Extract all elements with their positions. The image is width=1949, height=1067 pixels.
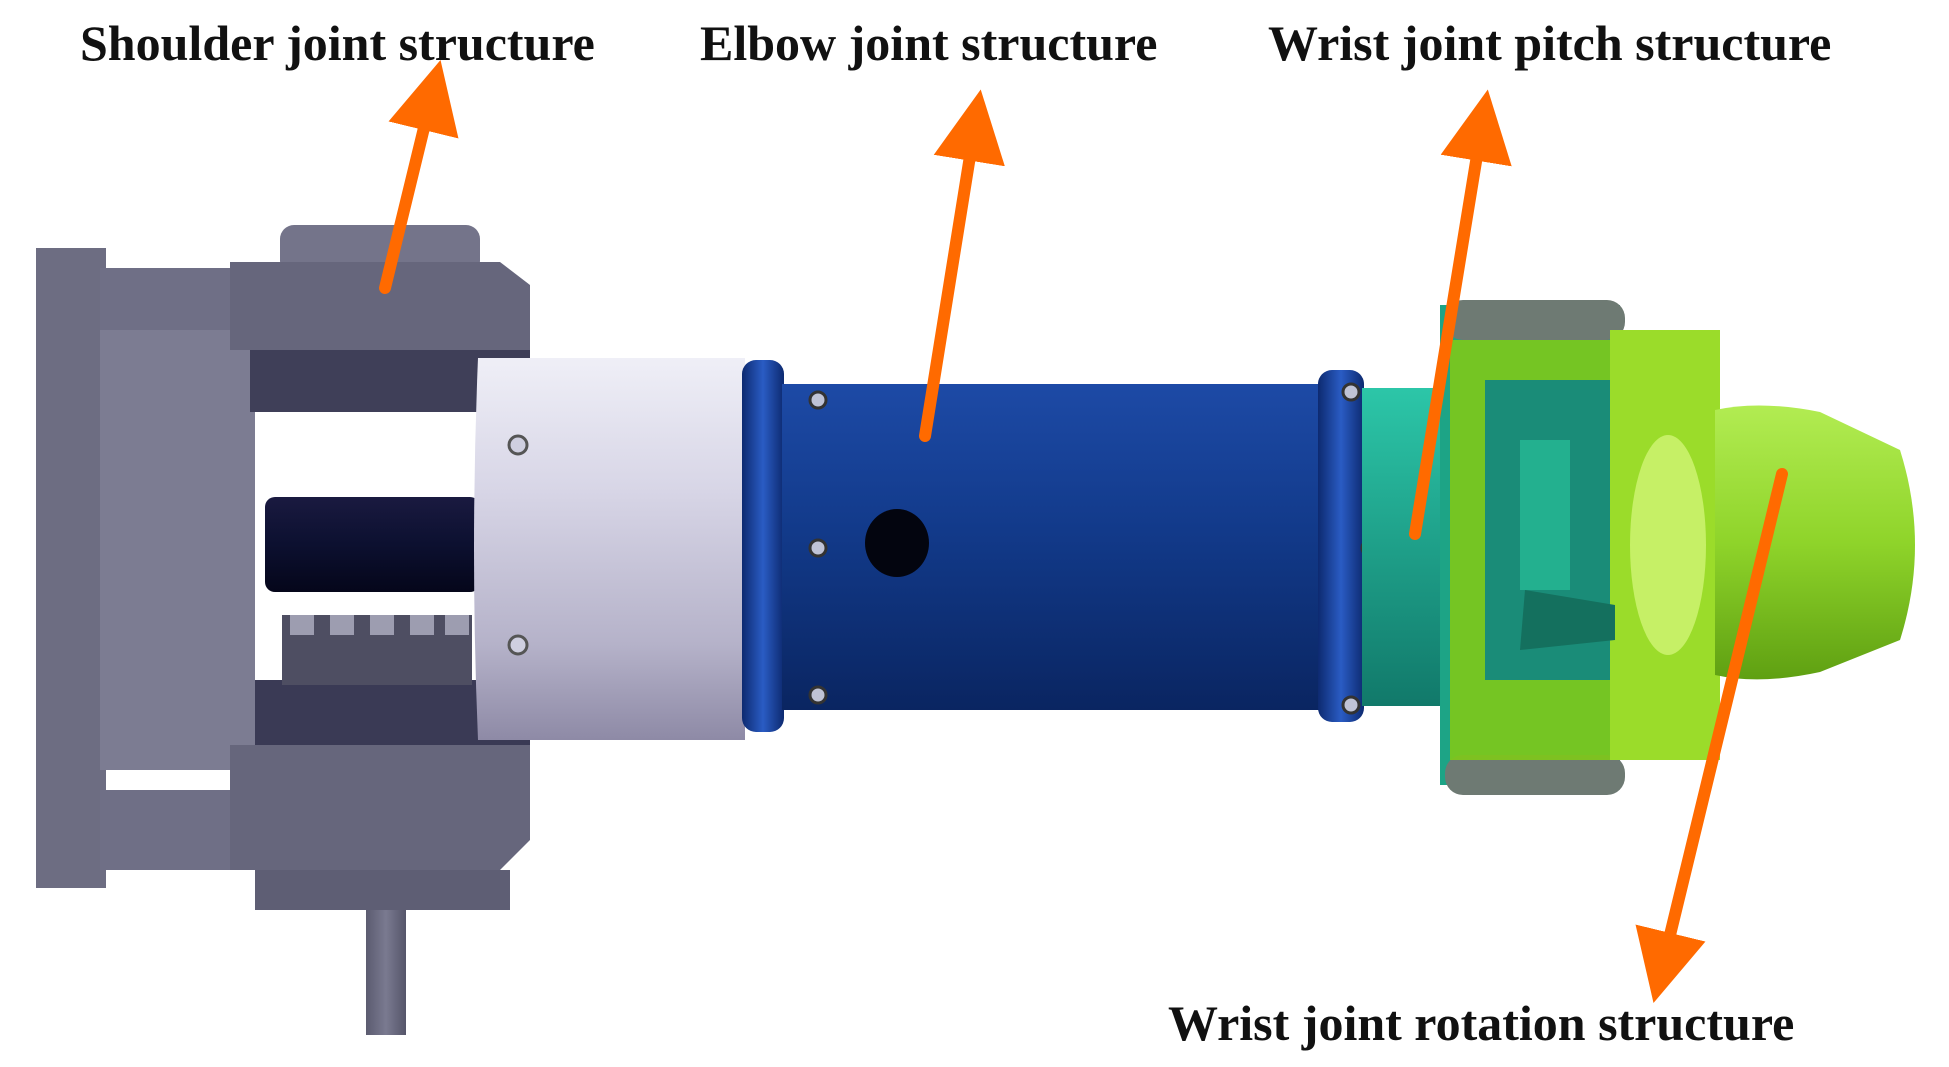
wrist-pitch-joint [1362, 300, 1720, 795]
shoulder-joint-label: Shoulder joint structure [80, 15, 595, 71]
gear-tooth [290, 615, 314, 635]
shoulder-arrow [379, 60, 459, 294]
silver-cylinder [474, 358, 745, 740]
shoulder-top-block [230, 262, 530, 350]
screw-icon [808, 390, 828, 410]
shoulder-upper-arm [100, 268, 230, 334]
wrist-rotation-arrow [1635, 468, 1788, 1003]
shoulder-motor [265, 497, 480, 592]
elbow-front-flange [742, 360, 784, 732]
screw-icon [1341, 382, 1361, 402]
elbow-rear-flange [1318, 370, 1364, 722]
shoulder-base-plate [36, 248, 106, 888]
shoulder-lower-arm [100, 790, 230, 870]
upper-arm-cylinder [474, 358, 745, 740]
elbow-cylinder [782, 384, 1322, 710]
gear-tooth [370, 615, 394, 635]
elbow-joint-label: Elbow joint structure [700, 15, 1158, 71]
gear-tooth [330, 615, 354, 635]
shoulder-bottom-plate [255, 870, 510, 910]
wrist-green-bore [1630, 435, 1706, 655]
shoulder-top-shadow [250, 350, 530, 412]
wrist-bevel-gear [1520, 590, 1615, 650]
rotation-cone [1715, 405, 1915, 680]
wrist-top-cap [1445, 300, 1625, 340]
screw-icon [808, 538, 828, 558]
screw-icon [507, 434, 529, 456]
screw-icon [1341, 695, 1361, 715]
wrist-bottom-cap [1445, 755, 1625, 795]
shoulder-bottom-block [230, 745, 530, 870]
screw-icon [808, 685, 828, 705]
elbow-joint [742, 360, 1380, 732]
wrist-bevel-shaft [1520, 440, 1570, 590]
wrist-rotation-label: Wrist joint rotation structure [1168, 995, 1795, 1051]
shoulder-joint [36, 225, 530, 1035]
elbow-port-hole [865, 509, 929, 577]
screw-icon [507, 634, 529, 656]
wrist-pitch-label: Wrist joint pitch structure [1268, 15, 1832, 71]
elbow-arrow [919, 89, 1005, 442]
gear-tooth [445, 615, 469, 635]
annotation-arrows [379, 60, 1788, 1003]
shoulder-shaft [366, 910, 406, 1035]
gear-tooth [410, 615, 434, 635]
wrist-rotation-joint [1715, 405, 1915, 680]
shoulder-inner-face [100, 330, 255, 770]
wrist-pitch-arrow [1409, 89, 1512, 540]
